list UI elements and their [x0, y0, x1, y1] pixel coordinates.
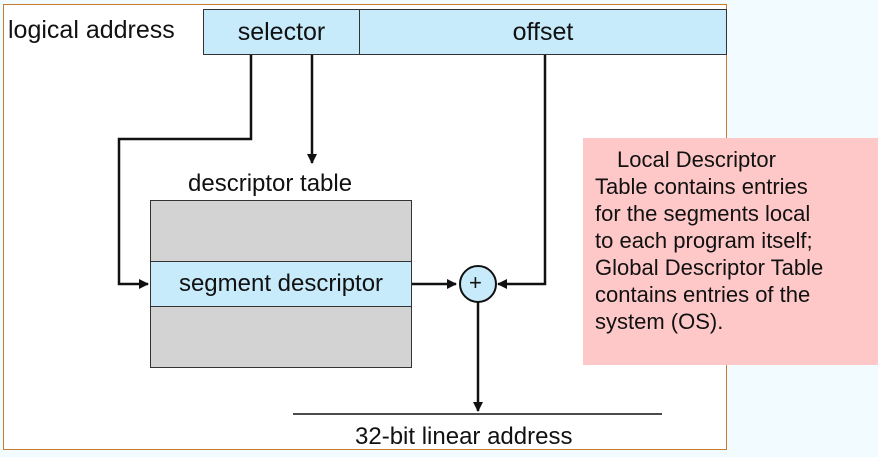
segment-descriptor: segment descriptor — [150, 261, 412, 307]
adder-circle — [459, 265, 497, 303]
note-line: contains entries of the — [595, 282, 811, 307]
selector-to-descriptor-arrow — [117, 55, 253, 289]
note-line: Local Descriptor — [617, 147, 776, 172]
note-line: Global Descriptor Table — [595, 255, 824, 280]
logical-address-label: logical address — [8, 16, 175, 44]
offset-to-adder-arrow — [497, 55, 547, 289]
offset-field: offset — [359, 9, 727, 55]
note-line: to each program itself; — [595, 228, 813, 253]
offset-label: offset — [512, 17, 574, 46]
descriptor-note: Local Descriptor Table contains entries … — [583, 138, 878, 365]
note-line: for the segments local — [595, 201, 811, 226]
segment-descriptor-label: segment descriptor — [178, 270, 384, 297]
adder-symbol: + — [469, 270, 482, 295]
note-line: Table contains entries — [595, 174, 808, 199]
linear-address-label: 32-bit linear address — [355, 423, 573, 450]
selector-field: selector — [203, 9, 360, 55]
selector-label: selector — [237, 17, 326, 46]
note-line: system (OS). — [595, 309, 724, 334]
descriptor-table-label: descriptor table — [188, 170, 353, 197]
